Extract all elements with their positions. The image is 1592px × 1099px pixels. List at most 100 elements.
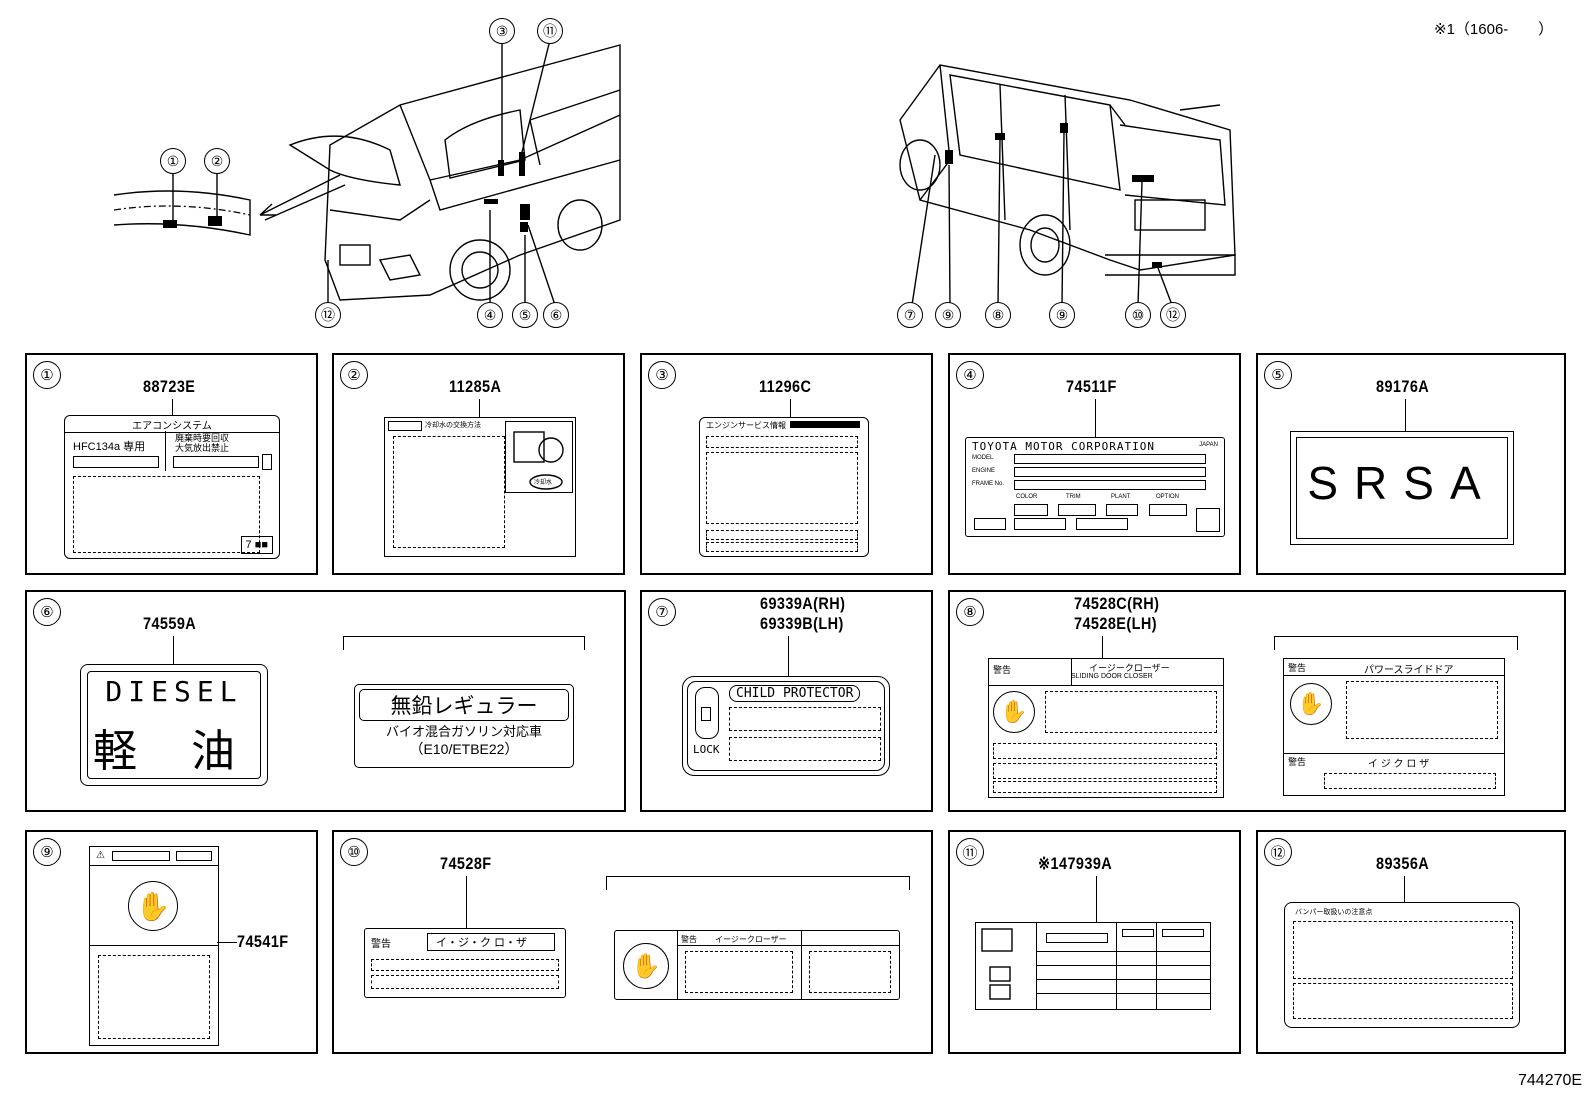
vehicle-id-plate: TOYOTA MOTOR CORPORATION JAPAN MODEL ENG… xyxy=(965,437,1225,537)
light-oil-text: 軽 油 xyxy=(93,726,255,777)
diesel-text: DIESEL xyxy=(105,675,243,708)
e10-text: （E10/ETBE22） xyxy=(409,741,519,757)
panel-number: ⑩ xyxy=(340,838,368,866)
closer-label-small: 警告 イ・ジ・ク ロ・ザ xyxy=(364,928,566,998)
child-protector-label: CHILD PROTECTOR LOCK xyxy=(682,676,890,776)
closer-title: イージークローザー xyxy=(1089,663,1170,673)
bio-gasoline-text: バイオ混合ガソリン対応車 xyxy=(385,724,542,739)
panel-74528F: ⑩ 74528F 警告 イ・ジ・ク ロ・ザ ✋ 警告 イージークローザー xyxy=(332,830,933,1054)
part-number: 74528C(RH) 74528E(LH) xyxy=(1074,594,1160,633)
panel-number: ⑤ xyxy=(1264,361,1292,389)
panel-number: ⑫ xyxy=(1264,838,1292,866)
bumper-caution-title: バンパー取扱いの注意点 xyxy=(1295,909,1373,916)
panel-11285A: ② 11285A 冷却水の交換方法 冷却水 xyxy=(332,353,625,575)
engine-service-label: エンジンサービス情報 xyxy=(699,417,869,557)
info-table-label xyxy=(975,922,1211,1010)
child-protector-title: CHILD PROTECTOR xyxy=(729,685,861,702)
callout-7: ⑦ xyxy=(897,302,923,328)
callout-3: ③ xyxy=(489,18,515,44)
srs-label: SRSA xyxy=(1290,431,1514,545)
small-closer-title: イ・ジ・ク ロ・ザ xyxy=(427,933,555,951)
no-hand-icon: ✋ xyxy=(1290,683,1332,725)
vehicle-illustration-front: ① ② ③ ⑪ ④ ⑤ ⑥ ⑫ xyxy=(100,10,621,340)
part-number: 11296C xyxy=(759,377,812,396)
no-hand-icon: ✋ xyxy=(993,691,1035,733)
callout-12: ⑫ xyxy=(315,302,341,328)
part-number: 74541F xyxy=(237,932,289,951)
part-number: ※147939A xyxy=(1038,854,1113,873)
closer-sub: SLIDING DOOR CLOSER xyxy=(1071,673,1153,680)
panel-74559A: ⑥ 74559A DIESEL 軽 油 無鉛レギュラー バイオ混合ガソリン対応車… xyxy=(25,590,626,812)
part-number: 69339A(RH) 69339B(LH) xyxy=(760,594,846,633)
unleaded-text: 無鉛レギュラー xyxy=(359,689,569,721)
part-number: 89356A xyxy=(1376,854,1430,873)
panel-69339A: ⑦ 69339A(RH) 69339B(LH) CHILD PROTECTOR … xyxy=(640,590,933,812)
callout-6: ⑥ xyxy=(543,302,569,328)
no-hand-icon: ✋ xyxy=(623,943,669,989)
aircon-title: エアコンシステム xyxy=(65,417,279,433)
callout-10: ⑩ xyxy=(1125,302,1151,328)
panel-147939A: ⑪ ※147939A xyxy=(948,830,1241,1054)
panel-74541F: ⑨ ⚠ ✋ 74541F xyxy=(25,830,318,1054)
panel-89356A: ⑫ 89356A バンパー取扱いの注意点 xyxy=(1256,830,1566,1054)
refrigerant-text: HFC134a 専用 xyxy=(73,441,146,453)
warning-word: 警告 xyxy=(993,665,1012,675)
panel-89176A: ⑤ 89176A SRSA xyxy=(1256,353,1566,575)
callout-11: ⑪ xyxy=(537,18,563,44)
panel-number: ⑨ xyxy=(33,838,61,866)
panel-number: ④ xyxy=(956,361,984,389)
trim-field: TRIM xyxy=(1066,494,1081,500)
bumper-caution-label: バンパー取扱いの注意点 xyxy=(1284,902,1520,1028)
srs-text: SRSA xyxy=(1307,457,1497,509)
small-warn-word: 警告 xyxy=(371,939,391,950)
closer-label-wide: ✋ 警告 イージークローザー xyxy=(614,930,900,1000)
panel-88723E: ① 88723E エアコンシステム HFC134a 専用 廃棄時要回収 大気放出… xyxy=(25,353,318,575)
panel-number: ① xyxy=(33,361,61,389)
recover-warning: 廃棄時要回収 大気放出禁止 xyxy=(175,433,230,453)
aircon-label: エアコンシステム HFC134a 専用 廃棄時要回収 大気放出禁止 7 ■■ xyxy=(64,415,280,559)
panel-number: ⑧ xyxy=(956,598,984,626)
maker-name: TOYOTA MOTOR CORPORATION xyxy=(972,440,1155,453)
callout-4: ④ xyxy=(477,302,503,328)
callout-8: ⑧ xyxy=(985,302,1011,328)
part-number: 89176A xyxy=(1376,377,1430,396)
model-field: MODEL xyxy=(972,455,994,461)
coolant-text: 冷却水の交換方法 xyxy=(425,422,481,429)
plant-field: PLANT xyxy=(1111,494,1131,500)
wide-warn-word: 警告 xyxy=(681,935,697,944)
callout-9a: ⑨ xyxy=(935,302,961,328)
unleaded-label: 無鉛レギュラー バイオ混合ガソリン対応車 （E10/ETBE22） xyxy=(354,684,574,768)
wide-closer-title: イージークローザー xyxy=(715,935,787,944)
power-slide-title: パワースライドドア xyxy=(1364,665,1454,676)
engine-service-title: エンジンサービス情報 xyxy=(706,421,786,430)
callout-9b: ⑨ xyxy=(1049,302,1075,328)
panel-number: ⑪ xyxy=(956,838,984,866)
callout-5: ⑤ xyxy=(512,302,538,328)
part-number: 74528F xyxy=(440,854,492,873)
alt-warning-word: 警告 xyxy=(1288,663,1307,673)
callout-12-rear: ⑫ xyxy=(1160,302,1186,328)
door-closer-label: 警告 イージークローザー SLIDING DOOR CLOSER ✋ xyxy=(988,658,1224,798)
frame-field: FRAME No. xyxy=(972,481,1005,487)
option-field: OPTION xyxy=(1156,494,1180,500)
vehicle-illustration-rear: ⑦ ⑨ ⑧ ⑨ ⑩ ⑫ xyxy=(880,30,1260,340)
panel-74511F: ④ 74511F TOYOTA MOTOR CORPORATION JAPAN … xyxy=(948,353,1241,575)
callout-1: ① xyxy=(160,148,186,174)
panel-74528C: ⑧ 74528C(RH) 74528E(LH) 警告 イージークローザー SLI… xyxy=(948,590,1566,812)
origin: JAPAN xyxy=(1199,442,1218,448)
warning-sticker: ⚠ ✋ xyxy=(89,846,219,1046)
lock-text: LOCK xyxy=(693,743,720,756)
power-slide-door-label: 警告 パワースライドドア ✋ 警告 イ ジ ク ロ ザ xyxy=(1283,658,1505,796)
panel-number: ② xyxy=(340,361,368,389)
engine-field: ENGINE xyxy=(972,468,996,474)
part-number: 74511F xyxy=(1066,377,1117,396)
callout-2: ② xyxy=(204,148,230,174)
panel-number: ⑦ xyxy=(648,598,676,626)
part-number: 11285A xyxy=(449,377,502,396)
part-number: 88723E xyxy=(143,377,196,396)
header-note: ※1（1606- ） xyxy=(1434,21,1554,38)
coolant-label: 冷却水の交換方法 冷却水 xyxy=(384,417,576,557)
panel-number: ③ xyxy=(648,361,676,389)
color-field: COLOR xyxy=(1016,494,1038,500)
panel-11296C: ③ 11296C エンジンサービス情報 xyxy=(640,353,933,575)
